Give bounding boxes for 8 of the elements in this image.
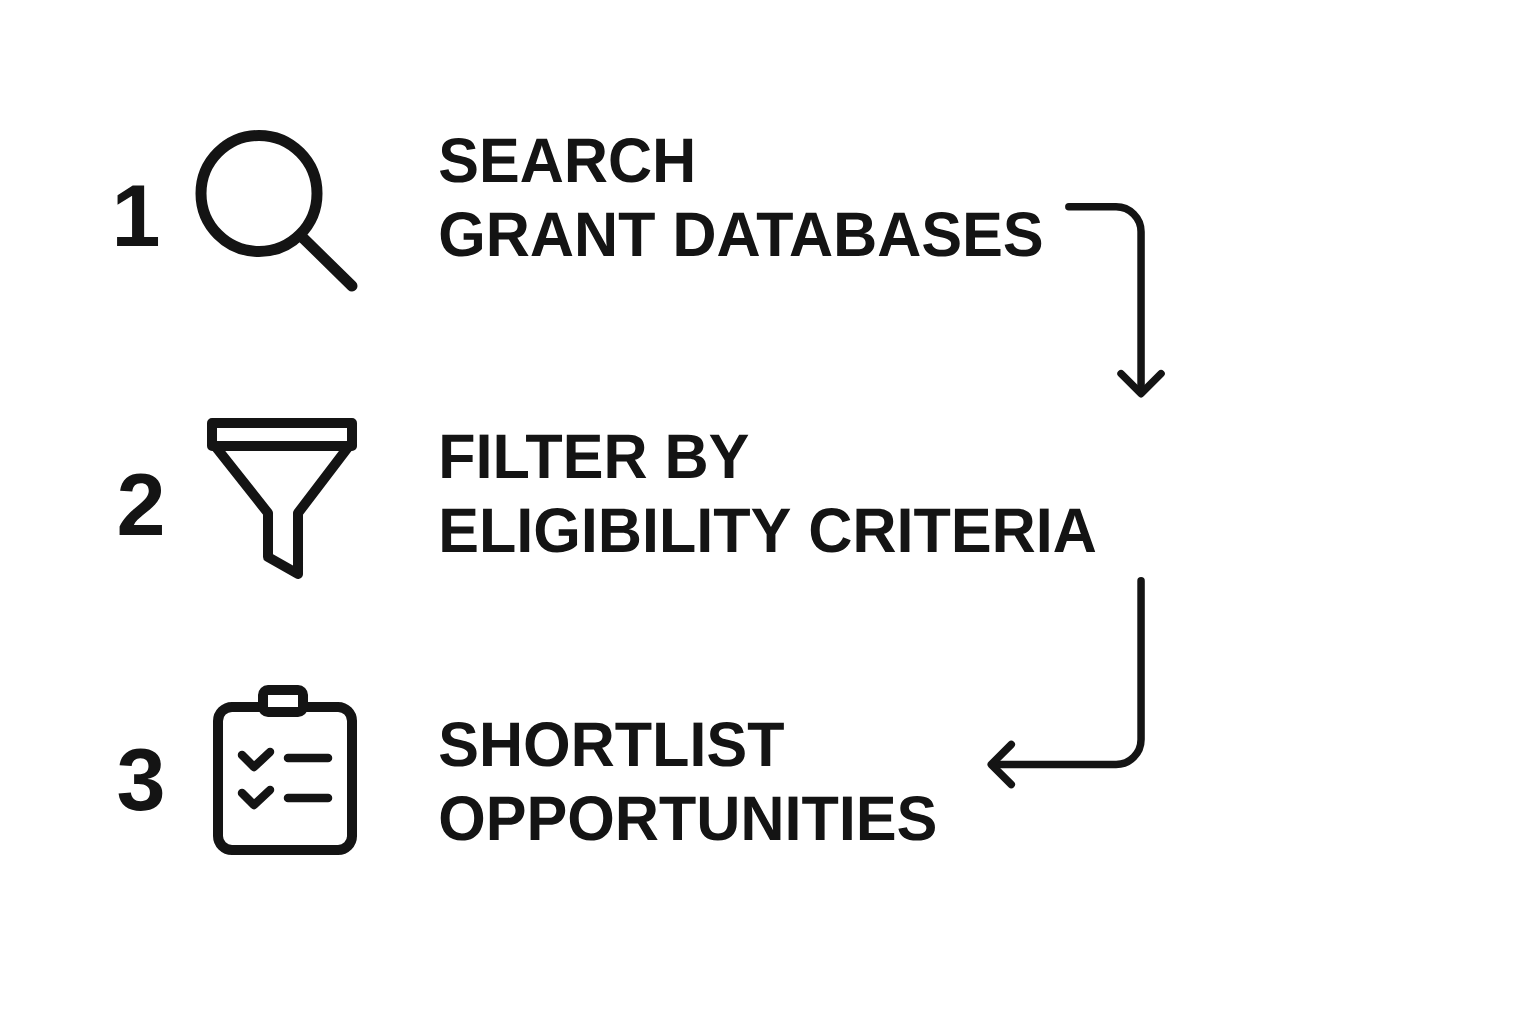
step-title: SHORTLIST OPPORTUNITIES: [439, 722, 935, 841]
step-number: 3: [118, 748, 163, 811]
step-title: SEARCH GRANT DATABASES: [439, 138, 1042, 257]
step-title: FILTER BY ELIGIBILITY CRITERIA: [442, 434, 1096, 553]
arrow: [987, 577, 1145, 789]
step-number: 2: [119, 473, 162, 535]
step-number: 1: [117, 185, 158, 246]
arrow: [1065, 203, 1165, 398]
